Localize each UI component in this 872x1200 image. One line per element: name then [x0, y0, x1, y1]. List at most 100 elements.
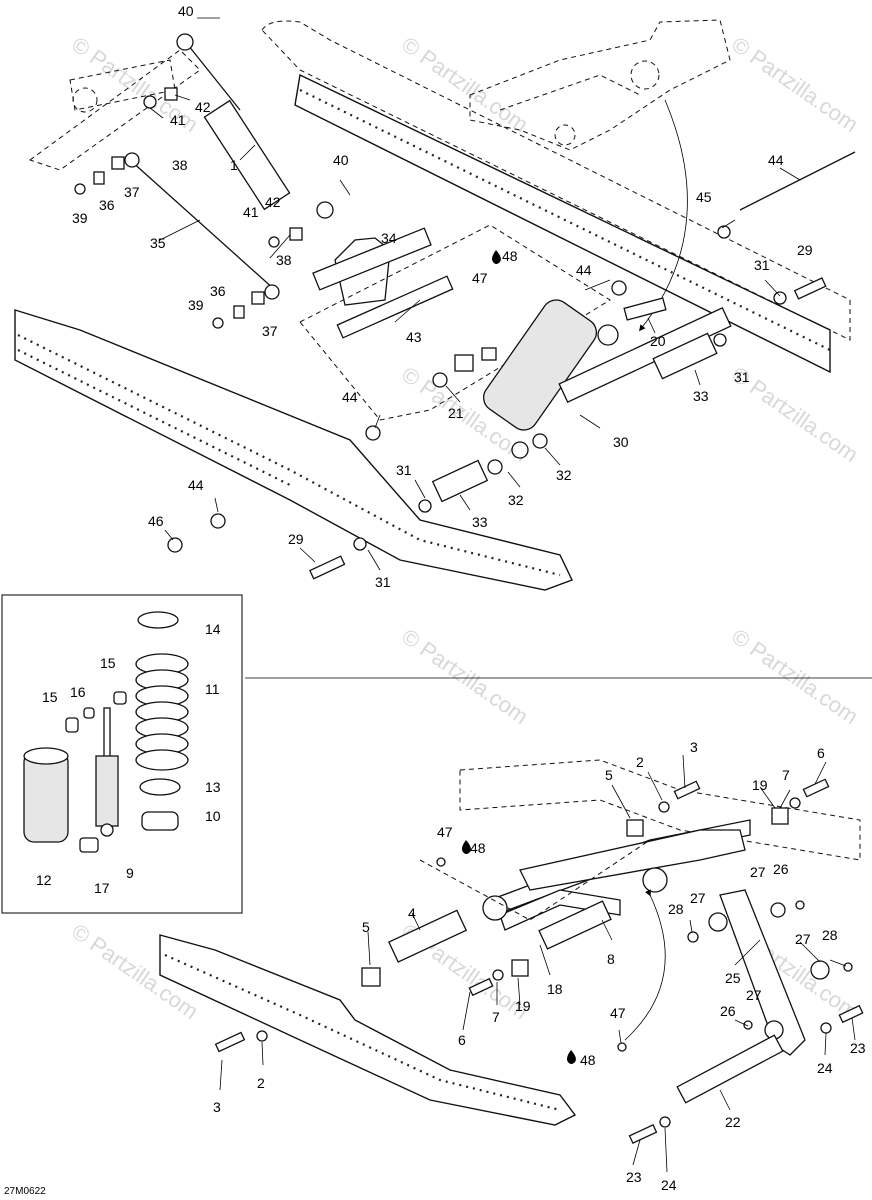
rear-shock: [432, 280, 667, 431]
callout: 9: [126, 865, 134, 881]
callout: 24: [661, 1177, 677, 1193]
callout: 6: [458, 1032, 466, 1048]
callout: 20: [650, 333, 666, 349]
cross-shafts: [167, 151, 856, 580]
watermark: © Partzilla.com: [727, 32, 863, 138]
callout: 40: [178, 3, 194, 19]
upper-arm-phantom: [28, 49, 201, 171]
callout: 44: [342, 389, 358, 405]
callout: 37: [262, 323, 278, 339]
callout: 28: [668, 901, 684, 917]
callout: 44: [576, 262, 592, 278]
callout: 2: [257, 1075, 265, 1091]
callout: 7: [782, 767, 790, 783]
callout: 12: [36, 872, 52, 888]
callout: 11: [205, 681, 220, 697]
callout: 5: [362, 919, 370, 935]
callout: 30: [613, 434, 629, 450]
callout: 42: [265, 194, 281, 210]
callout: 40: [333, 152, 349, 168]
callout: 1: [230, 157, 238, 173]
callout: 48: [502, 248, 518, 264]
figure-code: 27M0622: [4, 1186, 46, 1197]
drop-icon: [567, 1050, 576, 1064]
drop-icon: [462, 840, 471, 854]
callout: 5: [605, 767, 613, 783]
drop-icon: [492, 250, 501, 264]
callout: 48: [470, 840, 486, 856]
callout: 38: [172, 157, 188, 173]
callout: 2: [636, 754, 644, 770]
callout: 43: [406, 329, 422, 345]
spring-part: [135, 611, 189, 831]
front-arm: [419, 819, 751, 931]
leader-lines-top: [149, 17, 801, 571]
callout: 37: [124, 184, 140, 200]
watermark: © Partzilla.com: [397, 32, 533, 138]
callout: 31: [754, 257, 770, 273]
callout: 21: [448, 405, 464, 421]
callout: 17: [94, 880, 110, 896]
callout: 42: [195, 99, 211, 115]
callout: 34: [381, 230, 397, 246]
callout: 27: [690, 890, 706, 906]
callout: 32: [508, 492, 524, 508]
callout: 7: [492, 1009, 500, 1025]
callout: 6: [817, 745, 825, 761]
callout: 33: [693, 388, 709, 404]
callout: 33: [472, 514, 488, 530]
callout: 19: [515, 998, 531, 1014]
callout: 23: [626, 1169, 642, 1185]
callout: 32: [556, 467, 572, 483]
callout: 26: [773, 861, 789, 877]
callout: 47: [610, 1005, 626, 1021]
callout: 39: [72, 210, 88, 226]
callout: 26: [720, 1003, 736, 1019]
callout: 24: [817, 1060, 833, 1076]
callout: 41: [243, 204, 259, 220]
callout: 41: [170, 112, 186, 128]
callout: 48: [580, 1052, 596, 1068]
callout: 28: [822, 927, 838, 943]
callout: 14: [205, 621, 221, 637]
callout: 29: [288, 531, 304, 547]
callout: 44: [188, 477, 204, 493]
callout: 46: [148, 513, 164, 529]
callout: 15: [100, 655, 116, 671]
shock-absorber-1: [176, 33, 334, 219]
callout: 35: [150, 235, 166, 251]
callout: 15: [42, 689, 58, 705]
watermark: © Partzilla.com: [727, 624, 863, 730]
callout: 27: [750, 864, 766, 880]
callout: 36: [99, 197, 115, 213]
callout: 36: [210, 283, 226, 299]
callout: 23: [850, 1040, 866, 1056]
callout: 10: [205, 808, 221, 824]
callout: 25: [725, 970, 741, 986]
callout: 31: [375, 574, 391, 590]
callout: 19: [752, 777, 768, 793]
callout: 29: [797, 242, 813, 258]
leader-lines-bottom: [219, 754, 856, 1173]
shock-inset: 14 15 16 15 11 13 10 12 17 9: [1, 594, 243, 914]
callout: 47: [472, 270, 488, 286]
callout: 31: [396, 462, 412, 478]
watermark: © Partzilla.com: [397, 624, 533, 730]
callout: 31: [734, 369, 750, 385]
callout: 18: [547, 981, 563, 997]
callouts-bottom: 3 2 5 6 7 19 47 48 4 5 8 18 19 7 6 28 27…: [213, 739, 866, 1193]
callout: 44: [768, 152, 784, 168]
link-arm: [628, 889, 864, 1144]
callout: 45: [696, 189, 712, 205]
bottom-rail: [159, 759, 861, 1126]
bottom-shafts: [214, 778, 830, 1053]
link-rod: [74, 87, 303, 329]
callout: 39: [188, 297, 204, 313]
callout: 8: [607, 951, 615, 967]
callout: 16: [70, 684, 86, 700]
callout: 38: [276, 252, 292, 268]
callout: 13: [205, 779, 221, 795]
top-rails: [14, 20, 851, 591]
callout: 27: [795, 931, 811, 947]
